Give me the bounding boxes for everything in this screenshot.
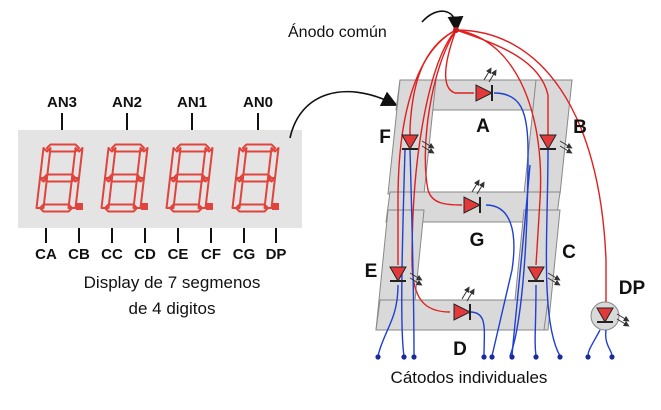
led-b [539,134,573,154]
digit-an0-seg-e [231,177,244,209]
led-c [527,266,561,286]
digit-an3-seg-f [39,147,52,179]
display-caption-line2: de 4 digitos [129,299,216,318]
segment-label-e: E [365,261,378,282]
segment-schematic: A B F G C E D DP [365,27,646,360]
digit-an0-seg-c [263,177,276,209]
digit-an3-decimal-point [76,203,83,210]
led-g [463,179,485,214]
digit-an0-decimal-point [272,203,279,210]
detail-arrow [289,90,398,139]
led-dp [596,307,630,327]
segment-label-g: G [470,230,485,251]
cathode-pins: CA CB CC CD CE CF CG DP [35,228,286,263]
cathode-pin-label-cb: CB [68,246,90,263]
anode-pin-label-an2: AN2 [112,94,142,111]
led-f [401,134,435,154]
cathode-pin-label-cf: CF [201,246,221,263]
anode-pin-label-an3: AN3 [47,94,77,111]
digit-an0-seg-b [267,147,280,179]
digit-an3 [35,143,84,213]
digit-an3-seg-c [67,177,80,209]
segment-label-f: F [379,127,391,148]
anode-pins: AN3 AN2 AN1 AN0 [47,94,273,130]
cathode-pin-label-dp: DP [266,246,287,263]
cathode-pin-label-ce: CE [168,246,189,263]
digit-an0 [231,143,280,213]
digit-an1 [165,143,214,213]
digit-an3-seg-e [35,177,48,209]
anode-node [453,27,459,33]
cathode-pin-label-ca: CA [35,246,57,263]
digit-an0-seg-f [235,147,248,179]
display-digits [35,143,280,213]
anode-pin-label-an0: AN0 [243,94,273,111]
cathode-label: Cátodos individuales [391,368,548,387]
cathode-pin-label-cc: CC [101,246,123,263]
cathode-terminals [375,354,615,360]
digit-an1-seg-f [169,147,182,179]
digit-an2-seg-e [100,177,113,209]
anode-arrow [421,10,464,33]
digit-an2-seg-c [132,177,145,209]
digit-an3-seg-b [71,147,84,179]
segment-label-d: D [453,339,467,360]
four-digit-display [18,130,302,228]
anode-label: Ánodo común [288,22,387,41]
segment-label-a: A [476,116,490,137]
led-a [475,67,497,102]
led-e [389,266,423,286]
digit-an2-seg-b [136,147,149,179]
digit-an1-decimal-point [206,203,213,210]
digit-an2 [100,143,149,213]
digit-an1-seg-c [197,177,210,209]
anode-pin-label-an1: AN1 [177,94,207,111]
digit-an1-seg-e [165,177,178,209]
digit-an2-decimal-point [141,203,148,210]
segment-label-b: B [573,117,587,138]
digit-an1-seg-b [201,147,214,179]
digit-an2-seg-f [104,147,117,179]
led-d [453,286,475,321]
cathode-pin-label-cd: CD [134,246,156,263]
anode-wires [397,29,607,313]
segment-label-dp: DP [619,278,646,299]
segment-label-c: C [562,242,576,263]
cathode-pin-label-cg: CG [233,246,256,263]
display-caption-line1: Display de 7 segmenos [84,273,261,292]
